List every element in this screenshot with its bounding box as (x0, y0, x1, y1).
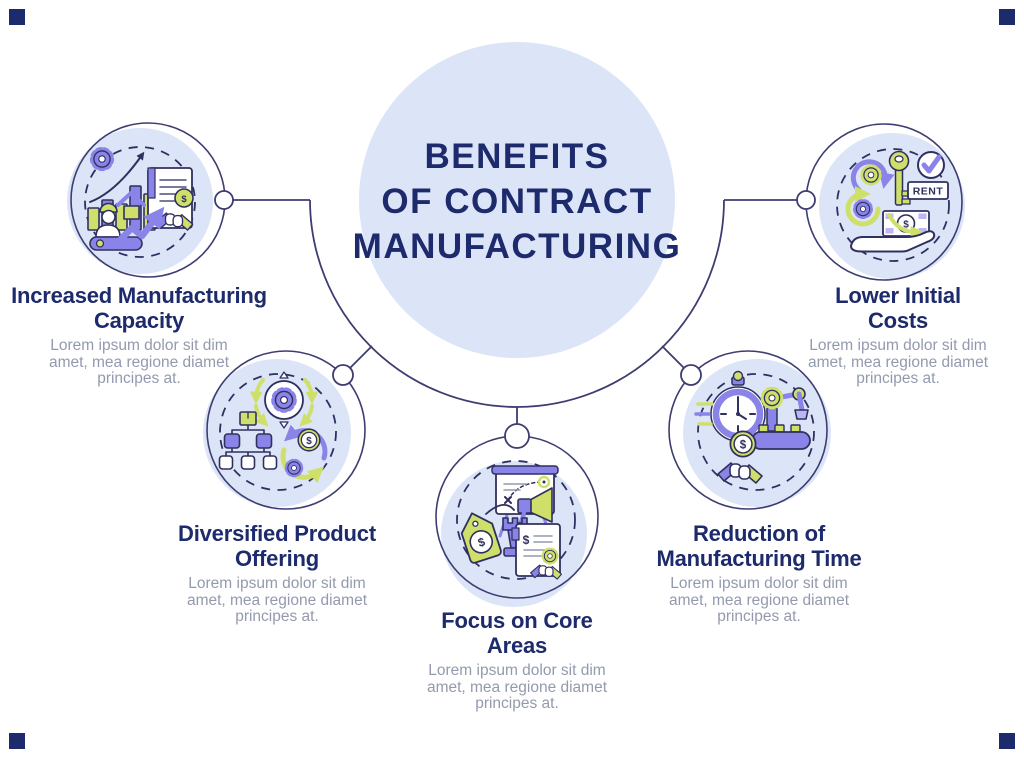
benefit-description: Lorem ipsum dolor sit dim amet, mea regi… (426, 662, 608, 712)
central-circle (359, 42, 675, 358)
product-distribution-icon (218, 371, 328, 484)
benefit-description: Lorem ipsum dolor sit dim amet, mea regi… (668, 575, 850, 625)
benefit-description: Lorem ipsum dolor sit dim amet, mea regi… (186, 575, 368, 625)
rent-cost-savings-icon: RENT $ (845, 150, 949, 253)
node-increased-capacity (214, 190, 234, 210)
corner-mark (999, 733, 1015, 749)
corner-mark (999, 9, 1015, 25)
benefit-title: Increased Manufacturing Capacity (11, 283, 267, 333)
benefit-block-increased-capacity: Increased Manufacturing Capacity Lorem i… (0, 283, 284, 388)
svg-text:$: $ (523, 533, 530, 547)
node-lower-costs (796, 190, 816, 210)
benefit-description: Lorem ipsum dolor sit dim amet, mea regi… (48, 337, 230, 387)
benefit-title: Reduction of Manufacturing Time (656, 521, 862, 571)
node-reduction-time (680, 364, 702, 386)
production-growth-icon: $ (87, 149, 194, 251)
svg-text:$: $ (181, 194, 187, 205)
corner-mark (9, 733, 25, 749)
benefit-block-focus-core: Focus on Core Areas Lorem ipsum dolor si… (372, 608, 662, 713)
benefit-block-reduction-time: Reduction of Manufacturing Time Lorem ip… (614, 521, 904, 626)
benefit-title: Diversified Product Offering (178, 521, 376, 571)
fast-production-time-icon (694, 370, 811, 484)
benefit-title: Lower Initial Costs (835, 283, 961, 333)
svg-text:$: $ (476, 534, 487, 549)
benefit-description: Lorem ipsum dolor sit dim amet, mea regi… (807, 337, 989, 387)
corner-mark (9, 9, 25, 25)
benefit-title: Focus on Core Areas (441, 608, 593, 658)
node-focus-core (504, 423, 530, 449)
core-strategy-icon: $ $ (460, 465, 562, 580)
node-diversified-product (332, 364, 354, 386)
benefit-block-diversified-product: Diversified Product Offering Lorem ipsum… (132, 521, 422, 626)
connector-arc (309, 199, 725, 408)
infographic-title: BENEFITS OF CONTRACT MANUFACTURING (352, 137, 682, 266)
connector-nodes (214, 190, 816, 449)
svg-text:$: $ (903, 220, 909, 231)
svg-text:RENT: RENT (913, 186, 944, 198)
benefit-block-lower-costs: Lower Initial Costs Lorem ipsum dolor si… (753, 283, 1024, 388)
